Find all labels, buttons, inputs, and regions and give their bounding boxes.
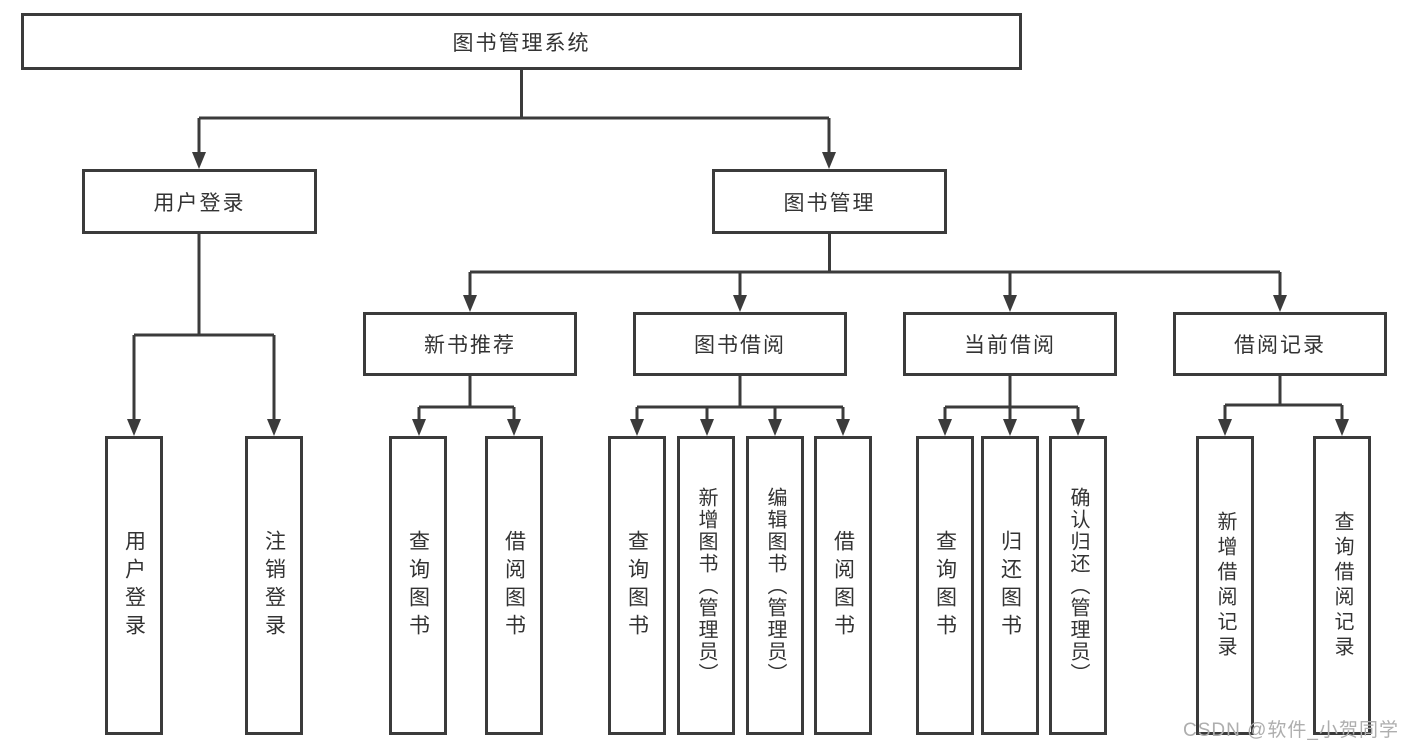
- node-label: 当前借阅: [964, 334, 1056, 357]
- node-add-books-admin: 新增图书（管理员）: [677, 436, 735, 735]
- node-confirm-return-admin: 确认归还（管理员）: [1049, 436, 1107, 735]
- node-library-management-system: 图书管理系统: [21, 13, 1022, 70]
- node-label: 借阅记录: [1234, 334, 1326, 357]
- node-query-books-borrowing: 查询图书: [608, 436, 666, 735]
- node-label: 图书借阅: [694, 334, 786, 357]
- node-borrow-books: 借阅图书: [814, 436, 872, 735]
- node-return-books: 归还图书: [981, 436, 1039, 735]
- node-label: 查询图书: [406, 529, 430, 642]
- node-borrow-books-recommend: 借阅图书: [485, 436, 543, 735]
- node-edit-books-admin: 编辑图书（管理员）: [746, 436, 804, 735]
- node-label: 查询借阅记录: [1331, 510, 1353, 661]
- node-label: 查询图书: [625, 529, 649, 642]
- node-label: 用户登录: [153, 191, 246, 215]
- node-label: 借阅图书: [502, 529, 526, 642]
- node-logout-action: 注销登录: [245, 436, 303, 735]
- node-current-borrowing: 当前借阅: [903, 312, 1117, 376]
- node-label: 确认归还（管理员）: [1067, 486, 1089, 685]
- node-new-book-recommendation: 新书推荐: [363, 312, 577, 376]
- node-label: 编辑图书（管理员）: [764, 486, 786, 685]
- node-book-management: 图书管理: [712, 169, 947, 234]
- node-book-borrowing: 图书借阅: [633, 312, 847, 376]
- node-label: 用户登录: [122, 529, 146, 642]
- node-label: 注销登录: [262, 529, 286, 642]
- node-label: 查询图书: [933, 529, 957, 642]
- node-label: 归还图书: [998, 529, 1022, 642]
- node-user-login: 用户登录: [82, 169, 317, 234]
- node-query-books-recommend: 查询图书: [389, 436, 447, 735]
- node-label: 图书管理: [783, 191, 876, 215]
- node-label: 图书管理系统: [452, 31, 591, 55]
- node-query-books-current: 查询图书: [916, 436, 974, 735]
- node-query-borrow-record: 查询借阅记录: [1313, 436, 1371, 735]
- node-add-borrow-record: 新增借阅记录: [1196, 436, 1254, 735]
- node-borrowing-records: 借阅记录: [1173, 312, 1387, 376]
- node-label: 新增借阅记录: [1214, 510, 1236, 661]
- node-user-login-action: 用户登录: [105, 436, 163, 735]
- node-label: 新增图书（管理员）: [695, 486, 717, 685]
- node-label: 借阅图书: [831, 529, 855, 642]
- csdn-watermark: CSDN @软件_小贺同学: [1183, 720, 1399, 741]
- node-label: 新书推荐: [424, 334, 516, 357]
